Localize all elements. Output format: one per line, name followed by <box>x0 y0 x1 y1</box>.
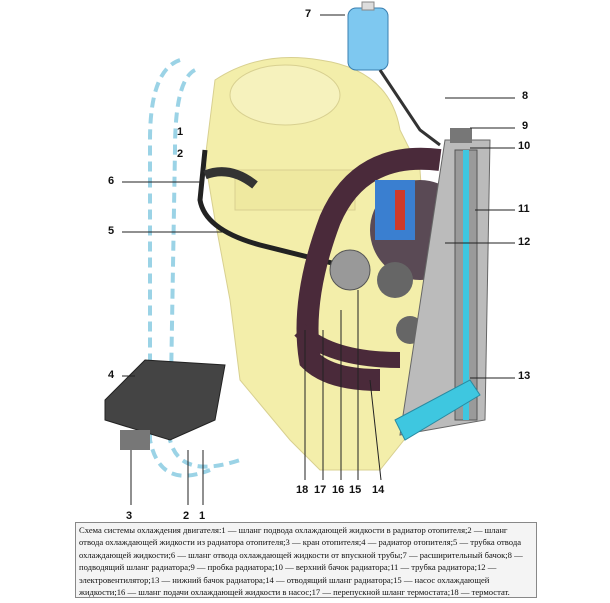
label-2-bottom: 2 <box>183 510 190 522</box>
label-13: 13 <box>518 370 531 382</box>
label-4: 4 <box>108 369 115 381</box>
label-14: 14 <box>372 484 385 496</box>
label-2-top: 2 <box>177 148 184 160</box>
heater-hoses <box>148 58 341 478</box>
label-15: 15 <box>349 484 362 496</box>
expansion-tank <box>347 1 441 147</box>
label-12: 12 <box>518 236 531 248</box>
label-5: 5 <box>108 225 115 237</box>
label-1-top: 1 <box>177 126 184 138</box>
label-10: 10 <box>518 140 531 152</box>
label-1-bottom: 1 <box>199 510 206 522</box>
heater-radiator <box>104 359 226 450</box>
label-18: 18 <box>296 484 309 496</box>
label-6: 6 <box>108 175 115 187</box>
label-8: 8 <box>522 90 529 102</box>
label-7: 7 <box>305 8 312 20</box>
label-9: 9 <box>522 120 529 132</box>
diagram-caption: Схема системы охлаждения двигателя:1 — ш… <box>75 522 537 598</box>
label-16: 16 <box>332 484 345 496</box>
label-3: 3 <box>126 510 133 522</box>
leader-lines <box>122 14 515 505</box>
radiator-hoses <box>294 147 442 391</box>
radiator <box>394 128 491 441</box>
label-11: 11 <box>518 203 530 215</box>
label-17: 17 <box>314 484 327 496</box>
